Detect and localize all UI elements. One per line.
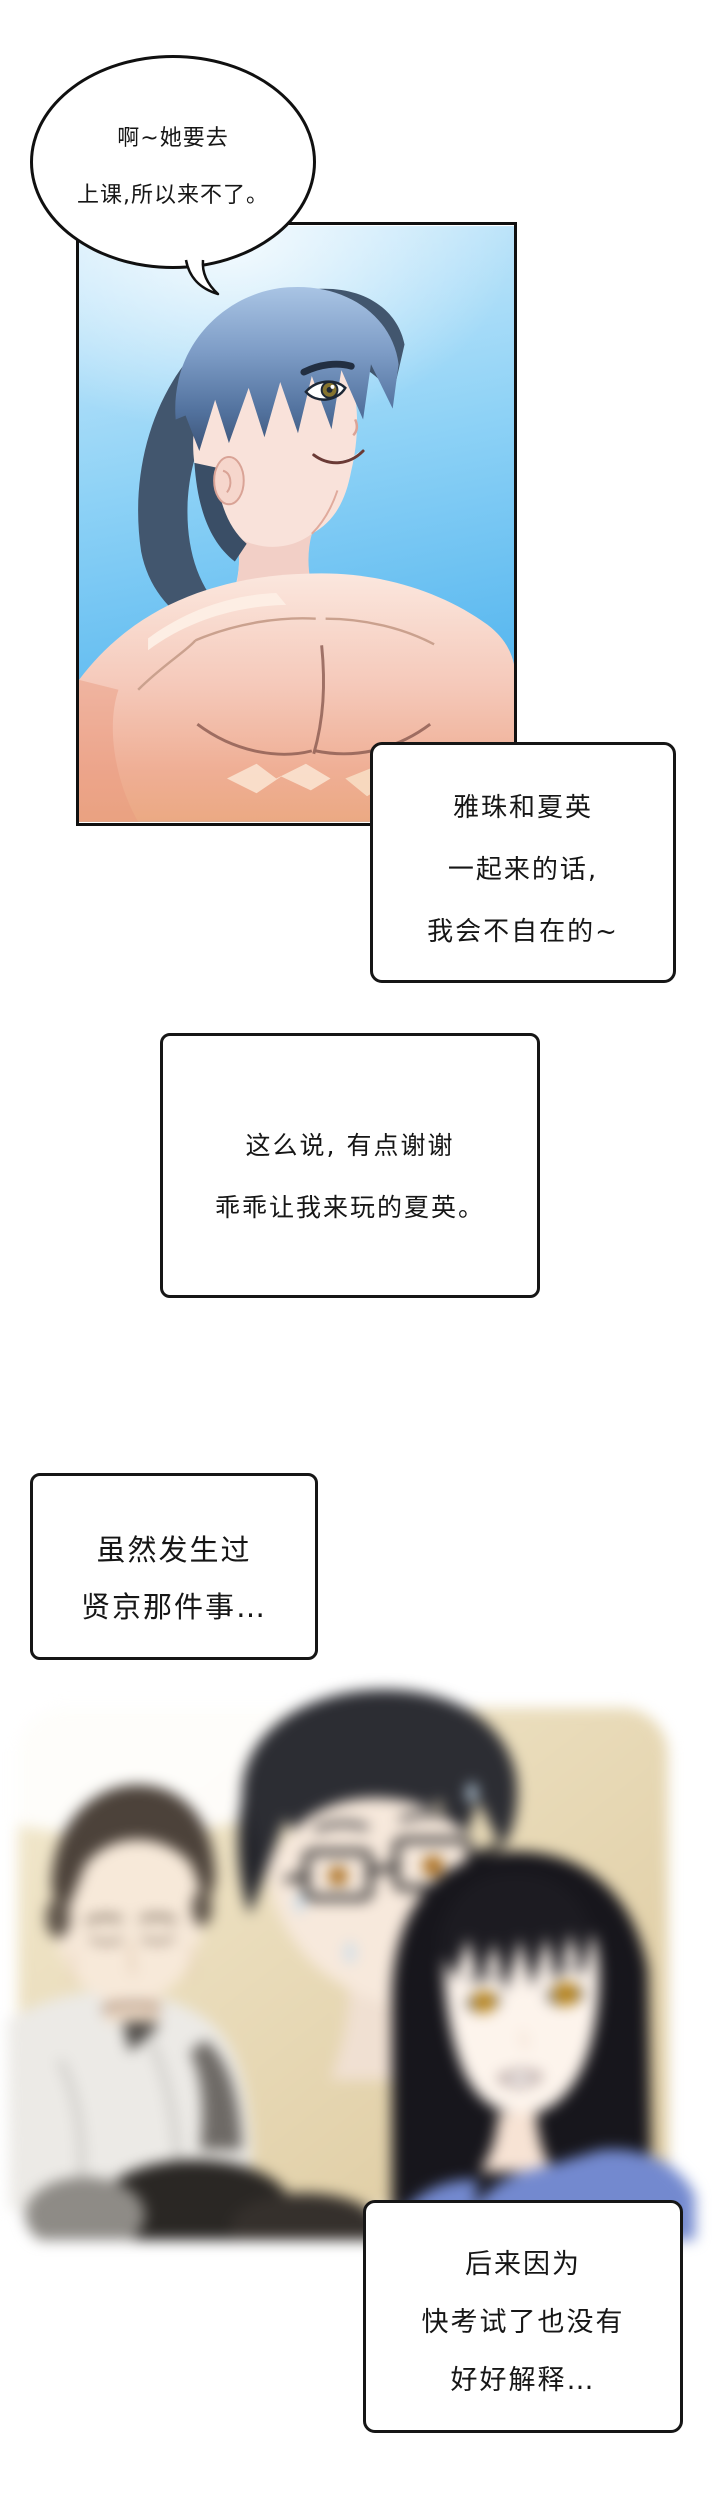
bubble-line: 上课,所以来不了。 bbox=[77, 182, 269, 208]
panel-sunny-sky bbox=[76, 222, 517, 826]
caption-line: 后来因为 bbox=[465, 2248, 581, 2280]
old-man-figure bbox=[8, 1784, 252, 2210]
smile bbox=[312, 449, 365, 465]
caption-box-1: 雅珠和夏英 一起来的话, 我会不自在的~ bbox=[370, 742, 676, 983]
man-head bbox=[138, 286, 405, 629]
dark-foreground-blob bbox=[230, 2193, 380, 2240]
caption-line: 一起来的话, bbox=[447, 855, 599, 885]
speech-bubble: 啊~她要去 上课,所以来不了。 bbox=[30, 55, 316, 269]
blurred-flashback-panel bbox=[0, 1680, 700, 2240]
caption-line: 好好解释… bbox=[450, 2364, 596, 2396]
caption-box-4: 后来因为 快考试了也没有 好好解释… bbox=[363, 2200, 683, 2433]
eye bbox=[304, 380, 347, 401]
caption-line: 雅珠和夏英 bbox=[452, 793, 593, 823]
caption-box-2: 这么说, 有点谢谢 乖乖让我来玩的夏英。 bbox=[160, 1033, 540, 1298]
caption-line: 虽然发生过 bbox=[96, 1532, 252, 1567]
eyebrow bbox=[300, 360, 355, 376]
bubble-line: 啊~她要去 bbox=[117, 125, 229, 151]
caption-line: 乖乖让我来玩的夏英。 bbox=[214, 1192, 485, 1222]
ear bbox=[213, 455, 245, 506]
caption-box-3: 虽然发生过 贤京那件事… bbox=[30, 1473, 318, 1660]
gray-foreground-blob bbox=[25, 2177, 145, 2240]
flashback-artwork bbox=[0, 1680, 695, 2240]
caption-line: 这么说, 有点谢谢 bbox=[245, 1130, 455, 1160]
caption-line: 快考试了也没有 bbox=[421, 2306, 625, 2338]
amber-eyes bbox=[466, 1982, 584, 2013]
sweat-drops bbox=[294, 1780, 478, 1963]
caption-line: 贤京那件事… bbox=[80, 1589, 267, 1624]
man-blue-hair-artwork bbox=[79, 226, 514, 822]
caption-line: 我会不自在的~ bbox=[427, 917, 619, 947]
hair-bangs bbox=[175, 286, 399, 452]
speech-bubble-tail bbox=[184, 259, 220, 296]
